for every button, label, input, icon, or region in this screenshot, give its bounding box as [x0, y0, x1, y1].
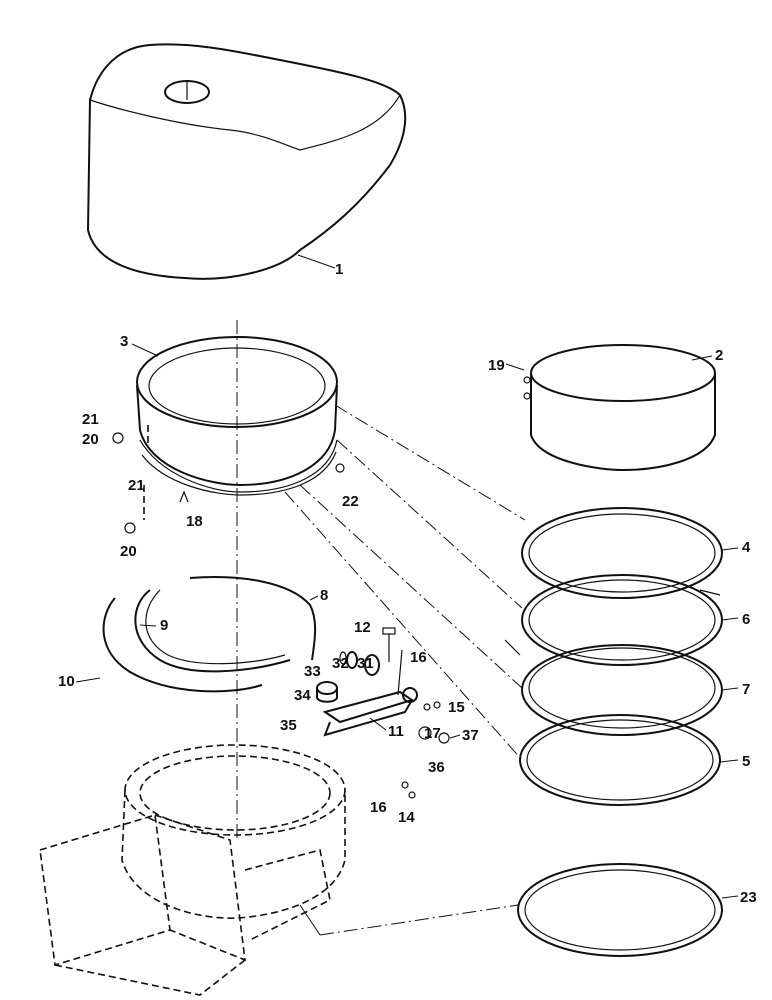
part-32-washer [346, 651, 358, 669]
label-9: 9 [160, 617, 168, 634]
part-6-ring [504, 574, 723, 666]
label-5: 5 [742, 753, 750, 770]
housing-phantom [39, 744, 346, 996]
part-35-nut [316, 681, 338, 703]
label-20a: 20 [82, 431, 99, 448]
part-12-pin [382, 627, 396, 662]
label-12: 12 [354, 619, 371, 636]
label-18: 18 [186, 513, 203, 530]
label-17: 17 [424, 725, 441, 742]
label-3: 3 [120, 333, 128, 350]
label-23: 23 [740, 889, 757, 906]
label-16a: 16 [410, 649, 427, 666]
label-8: 8 [320, 587, 328, 604]
part-7-ring [521, 644, 723, 736]
label-34: 34 [294, 687, 311, 704]
part-15-screw [433, 701, 441, 709]
part-33-washer [339, 651, 347, 665]
label-37: 37 [462, 727, 479, 744]
label-10: 10 [58, 673, 75, 690]
label-21a: 21 [82, 411, 99, 428]
part-16-washer [423, 703, 431, 711]
label-1: 1 [335, 261, 343, 278]
part-10-strip [102, 597, 263, 693]
part-3-ring [136, 336, 338, 496]
part-9-chain [134, 589, 291, 673]
label-7: 7 [742, 681, 750, 698]
part-8-strip [189, 576, 317, 661]
label-21b: 21 [128, 477, 145, 494]
label-36: 36 [428, 759, 445, 776]
part-5-ring [519, 714, 721, 806]
callout-labels: 1 2 3 4 5 6 7 8 9 10 11 12 14 15 16 16 1… [58, 261, 757, 906]
part-37-ring [438, 732, 450, 744]
label-14: 14 [398, 809, 415, 826]
label-2: 2 [715, 347, 723, 364]
label-32: 32 [332, 655, 349, 672]
part-1-cover [86, 43, 407, 280]
part-14-screw [408, 791, 416, 799]
label-22: 22 [342, 493, 359, 510]
part-4-ring [521, 507, 723, 599]
label-19: 19 [488, 357, 505, 374]
label-20b: 20 [120, 543, 137, 560]
label-33: 33 [304, 663, 321, 680]
label-4: 4 [742, 539, 751, 556]
part-2-band [523, 344, 716, 472]
label-35: 35 [280, 717, 297, 734]
label-16b: 16 [370, 799, 387, 816]
label-6: 6 [742, 611, 750, 628]
part-31-bearing [364, 654, 380, 676]
part-36-washer [418, 726, 432, 740]
part-23-gasket [517, 863, 723, 957]
part-11-arm [322, 649, 418, 737]
label-15: 15 [448, 699, 465, 716]
label-11: 11 [388, 723, 404, 740]
label-31: 31 [357, 655, 374, 672]
